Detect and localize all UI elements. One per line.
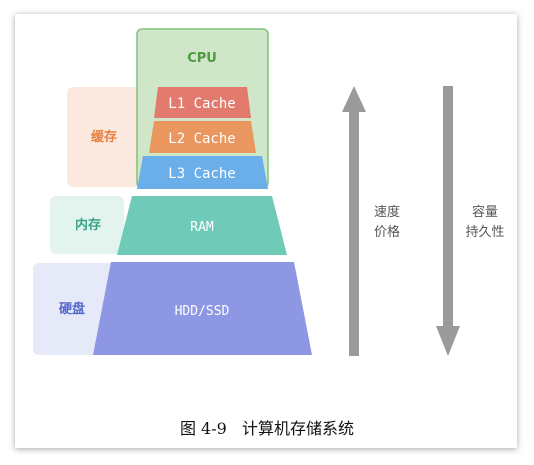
l2-cache-label: L2 Cache — [168, 131, 235, 147]
l3-cache-block — [137, 156, 268, 189]
cache-group-label: 缓存 — [91, 129, 117, 145]
disk-group-label: 硬盘 — [59, 301, 85, 317]
disk-block — [93, 262, 312, 355]
price-label: 价格 — [374, 224, 400, 240]
persistence-label: 持久性 — [465, 225, 504, 240]
cache-group-background — [67, 87, 141, 187]
down-arrow-icon — [436, 86, 460, 356]
capacity-label: 容量 — [472, 204, 498, 220]
speed-label: 速度 — [374, 204, 400, 220]
l3-cache-label: L3 Cache — [168, 166, 235, 182]
memory-group-label: 内存 — [75, 217, 101, 233]
ram-label: RAM — [190, 220, 214, 235]
up-arrow-icon — [342, 86, 366, 356]
disk-label: HDD/SSD — [175, 304, 230, 319]
l2-cache-block — [149, 121, 256, 153]
l1-cache-label: L1 Cache — [168, 96, 235, 112]
figure-caption: 图 4-9 计算机存储系统 — [179, 419, 355, 438]
l1-cache-block — [154, 87, 251, 118]
ram-block — [117, 196, 287, 255]
memory-group-background — [50, 196, 124, 254]
cpu-label: CPU — [187, 51, 217, 66]
